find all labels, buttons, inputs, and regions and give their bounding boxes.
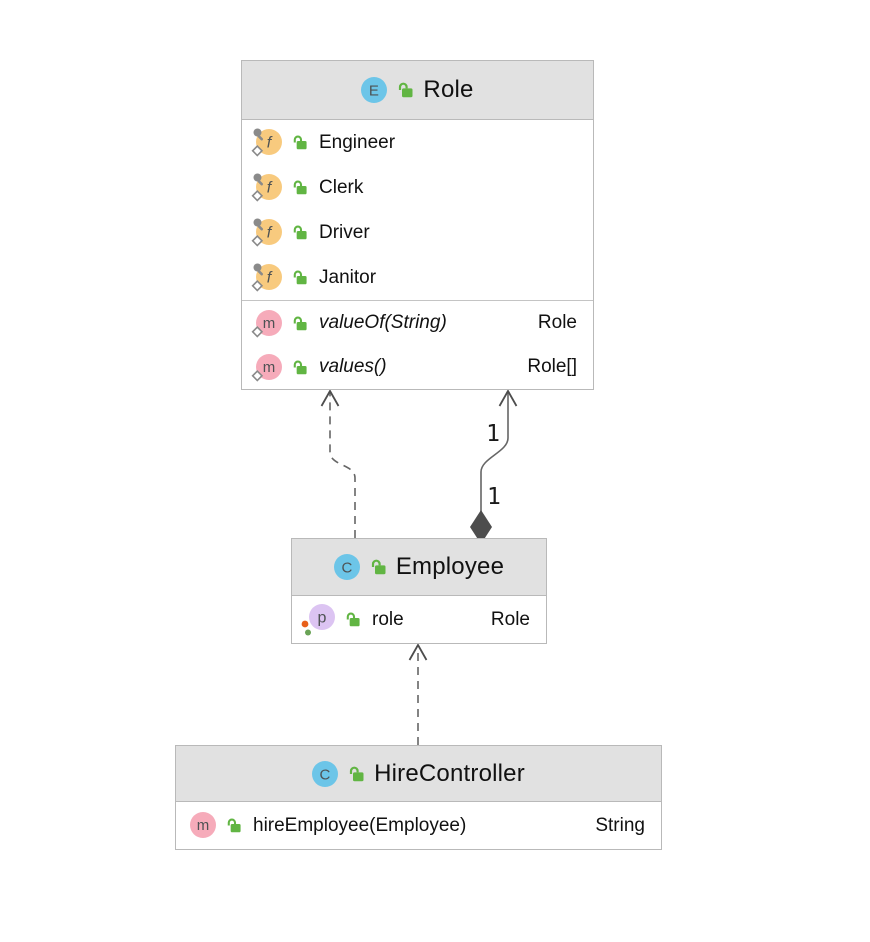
method-return-type: Role[] [527, 356, 577, 377]
pin-icon [253, 173, 264, 186]
field-row[interactable]: f Clerk [242, 165, 593, 210]
arrowhead-icon [498, 389, 518, 407]
lock-icon [291, 134, 308, 151]
field-name: Clerk [319, 176, 364, 198]
method-name: valueOf(String) [319, 312, 447, 333]
method-row[interactable]: m hireEmployee(Employee) String [176, 802, 661, 849]
static-diamond-icon [251, 325, 264, 338]
svg-text:f: f [267, 135, 273, 152]
composition-diamond-icon [470, 510, 492, 544]
svg-text:f: f [267, 270, 273, 287]
svg-text:m: m [263, 315, 276, 332]
svg-text:f: f [267, 180, 273, 197]
class-icon: C [312, 760, 339, 787]
pin-icon [253, 128, 264, 141]
field-row[interactable]: f Engineer [242, 120, 593, 165]
multiplicity-label-target: 1 [486, 421, 500, 447]
class-title: Role [423, 76, 474, 103]
lock-icon [396, 81, 414, 99]
static-diamond-icon [251, 145, 264, 157]
svg-text:m: m [263, 359, 276, 376]
class-box-hirecontroller[interactable]: C HireController m [175, 745, 662, 850]
svg-text:m: m [197, 817, 210, 834]
static-method-icon: m [251, 352, 284, 383]
field-name: Engineer [319, 131, 396, 153]
enum-icon: E [361, 77, 388, 103]
lock-icon [344, 611, 361, 628]
method-icon: m [185, 810, 218, 841]
lock-icon [225, 817, 242, 834]
svg-text:p: p [318, 609, 327, 626]
class-icon: C [333, 554, 360, 580]
property-name: role [372, 608, 404, 630]
lock-icon [291, 315, 308, 332]
svg-text:C: C [341, 560, 352, 577]
methods-section: m hireEmployee(Employee) String [176, 802, 661, 849]
lock-icon [291, 359, 308, 376]
method-name: values() [319, 356, 387, 377]
methods-section: m valueOf(String) Role m [242, 301, 593, 389]
method-return-type: Role [537, 312, 577, 333]
method-row[interactable]: m valueOf(String) Role [242, 301, 593, 345]
lock-icon [291, 269, 308, 286]
property-type: Role [490, 608, 530, 630]
svg-text:E: E [369, 83, 379, 100]
field-name: Janitor [319, 266, 377, 288]
static-diamond-icon [251, 369, 264, 382]
green-dot-icon [305, 629, 311, 635]
properties-section: p role Role [292, 596, 546, 643]
pin-icon [253, 218, 264, 231]
static-diamond-icon [251, 235, 264, 247]
method-row[interactable]: m values() Role[] [242, 345, 593, 389]
fields-section: f Engineer f [242, 120, 593, 301]
dependency-edge-employee-to-role[interactable] [320, 389, 356, 538]
class-box-employee[interactable]: C Employee p [291, 538, 547, 644]
lock-icon [347, 765, 365, 783]
composition-edge-employee-to-role[interactable]: 1 1 [470, 389, 518, 544]
class-box-role[interactable]: E Role f [241, 60, 594, 390]
orange-dot-icon [301, 620, 309, 627]
field-row[interactable]: f Driver [242, 210, 593, 255]
dependency-edge-hirecontroller-to-employee[interactable] [408, 643, 428, 745]
field-icon: f [251, 172, 284, 203]
lock-icon [291, 224, 308, 241]
static-diamond-icon [251, 280, 264, 292]
method-return-type: String [595, 814, 645, 836]
class-header-hirecontroller[interactable]: C HireController [176, 746, 661, 802]
arrowhead-icon [320, 389, 340, 407]
lock-icon [369, 558, 387, 576]
class-title: Employee [395, 553, 505, 580]
pin-icon [253, 263, 264, 276]
field-icon: f [251, 262, 284, 293]
property-icon: p [301, 603, 337, 637]
field-icon: f [251, 217, 284, 248]
field-icon: f [251, 127, 284, 158]
method-name: hireEmployee(Employee) [253, 814, 467, 836]
arrowhead-icon [408, 643, 428, 661]
svg-text:C: C [320, 766, 331, 783]
class-header-employee[interactable]: C Employee [292, 539, 546, 596]
class-header-role[interactable]: E Role [242, 61, 593, 120]
property-row[interactable]: p role Role [292, 596, 546, 643]
class-title: HireController [374, 759, 525, 787]
multiplicity-label-source: 1 [487, 484, 501, 510]
static-method-icon: m [251, 308, 284, 339]
field-row[interactable]: f Janitor [242, 255, 593, 300]
svg-text:f: f [267, 225, 273, 242]
field-name: Driver [319, 221, 370, 243]
static-diamond-icon [251, 190, 264, 202]
lock-icon [291, 179, 308, 196]
